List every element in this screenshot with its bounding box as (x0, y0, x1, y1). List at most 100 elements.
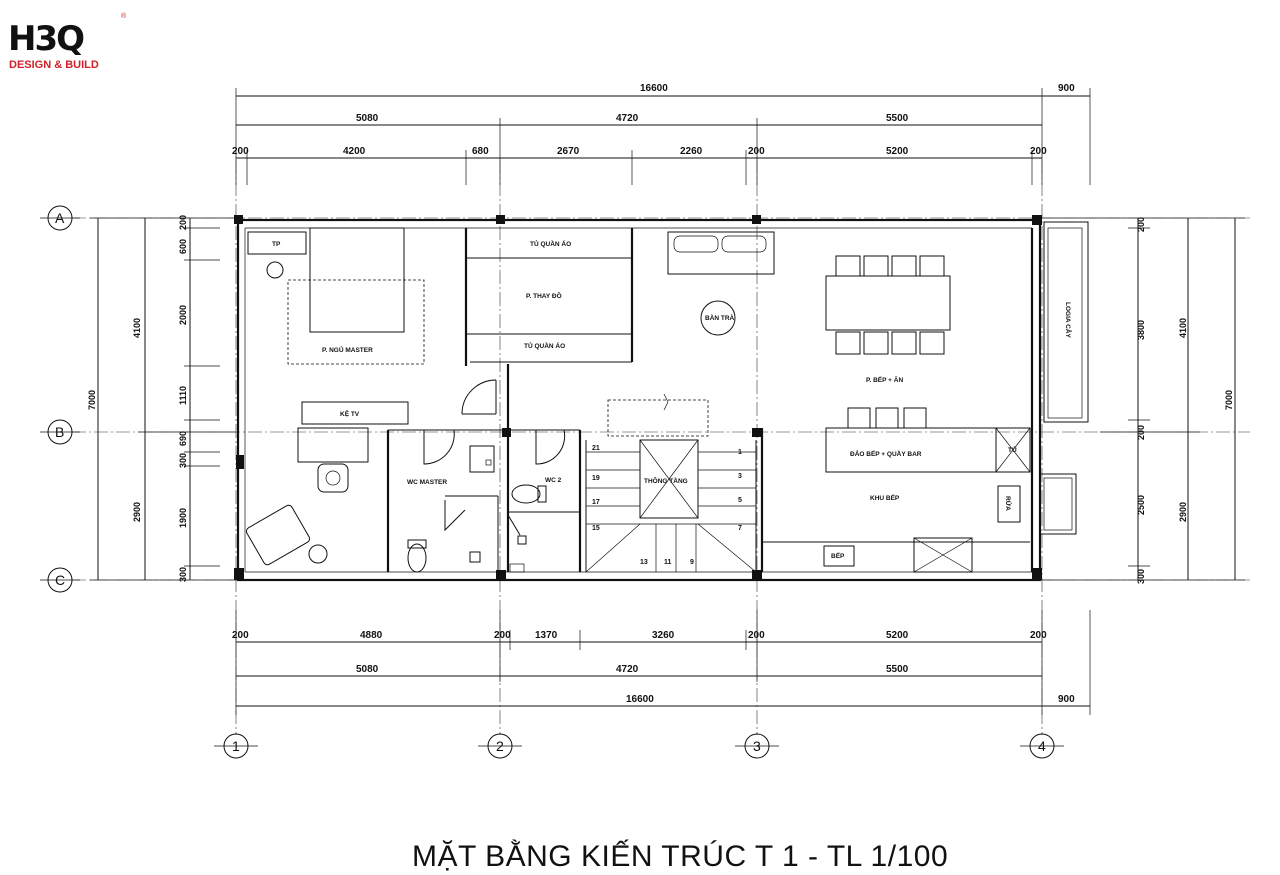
stair-step-5: 5 (738, 497, 742, 504)
dim-bot-small-6: 200 (748, 630, 765, 641)
dim-left-small-8: 300 (178, 567, 188, 582)
svg-text:4: 4 (1038, 738, 1046, 754)
walls (234, 215, 1089, 582)
axis-bubble-a: A (40, 205, 80, 231)
dim-bot-mid-1: 5080 (356, 664, 379, 675)
dim-top-mid-1: 5080 (356, 113, 379, 124)
master-bedroom: TP P. NGỦ MASTER KỆ TV (245, 227, 425, 566)
tea-area: BÀN TRÀ (667, 231, 775, 336)
dim-right-b: 2900 (1178, 502, 1188, 522)
dim-bot-extra: 900 (1058, 694, 1075, 705)
dim-bot-small-8: 200 (1030, 630, 1047, 641)
dim-top-small-1: 200 (232, 146, 249, 157)
dim-right-small-5: 300 (1136, 569, 1146, 584)
dim-left-small-6: 300 (178, 453, 188, 468)
logo-tagline: DESIGN & BUILD (9, 59, 99, 71)
dim-left-small-2: 600 (178, 239, 188, 254)
dim-right-total: 7000 (1224, 390, 1234, 410)
right-dimensions: 200 3800 200 2500 300 4100 2900 7000 (1042, 217, 1245, 584)
room-label-dressing: P. THAY ĐỒ (526, 290, 562, 300)
axis-bubble-c: C (40, 567, 80, 593)
dim-left-b: 2900 (132, 502, 142, 522)
room-label-void: THÔNG TẦNG (644, 475, 688, 485)
stair-step-21: 21 (592, 445, 600, 452)
dim-bot-small-1: 200 (232, 630, 249, 641)
room-label-master-bed: P. NGỦ MASTER (322, 345, 373, 354)
logo-registered: ® (121, 12, 127, 20)
dim-right-small-4: 2500 (1136, 495, 1146, 515)
axis-bubble-3: 3 (735, 733, 779, 759)
dim-top-small-2: 4200 (343, 146, 366, 157)
stair-step-7: 7 (738, 525, 742, 532)
room-label-tea: BÀN TRÀ (705, 313, 735, 322)
svg-text:C: C (55, 572, 65, 588)
dressing-room: TỦ QUẦN ÁO P. THAY ĐỒ TỦ QUẦN ÁO (524, 238, 571, 350)
stair-step-9: 9 (690, 559, 694, 566)
room-label-kitchen-area: KHU BẾP (870, 492, 900, 502)
dim-top-small-5: 2260 (680, 146, 703, 157)
top-dimensions: 16600 900 5080 4720 5500 200 4200 680 26… (232, 83, 1091, 185)
dim-bot-small-3: 200 (494, 630, 511, 641)
kitchen-area: ĐẢO BẾP + QUẦY BAR TỦ KHU BẾP RỬA BẾP (823, 407, 1031, 573)
room-label-kitchen-dining: P. BẾP + ĂN (866, 374, 903, 384)
stair-step-13: 13 (640, 559, 648, 566)
dim-left-small-4: 1110 (178, 386, 188, 405)
bottom-dimensions: 200 4880 200 1370 3260 200 5200 200 5080… (232, 610, 1091, 715)
stair-step-11: 11 (664, 559, 672, 566)
svg-text:1: 1 (232, 738, 240, 754)
axis-bubble-4: 4 (1020, 733, 1064, 759)
room-label-tp: TP (272, 241, 281, 248)
room-label-stove: BẾP (831, 550, 845, 560)
dim-bot-small-2: 4880 (360, 630, 383, 641)
dim-right-small-2: 3800 (1136, 320, 1146, 340)
svg-text:3: 3 (753, 738, 761, 754)
room-label-desk: KỆ TV (340, 409, 360, 418)
dim-bot-small-7: 5200 (886, 630, 909, 641)
room-label-fridge: TỦ (1008, 445, 1017, 454)
room-label-wc2: WC 2 (545, 477, 562, 484)
dim-left-total: 7000 (87, 390, 97, 410)
room-label-wardrobe2: TỦ QUẦN ÁO (524, 340, 565, 350)
stair-step-17: 17 (592, 499, 600, 506)
dim-top-total: 16600 (640, 83, 668, 94)
dim-right-small-3: 200 (1136, 425, 1146, 440)
dim-right-small-1: 200 (1136, 217, 1146, 232)
dim-bot-total: 16600 (626, 694, 654, 705)
dim-left-a: 4100 (132, 318, 142, 338)
left-dimensions: 7000 4100 2900 200 600 2000 1110 690 300… (87, 215, 236, 582)
dim-bot-small-4: 1370 (535, 630, 558, 641)
drawing-title: MẶT BẰNG KIẾN TRÚC T 1 - TL 1/100 (412, 839, 948, 873)
dim-left-small-7: 1900 (178, 508, 188, 528)
svg-text:A: A (55, 210, 65, 226)
bathrooms: WC MASTER WC 2 (407, 445, 562, 573)
axis-bubble-2: 2 (478, 733, 522, 759)
axis-bubbles: A B C 1 2 3 4 (40, 205, 1064, 759)
stair-step-3: 3 (738, 473, 742, 480)
dim-top-small-7: 5200 (886, 146, 909, 157)
dim-bot-small-5: 3260 (652, 630, 675, 641)
stair-step-19: 19 (592, 475, 600, 482)
room-label-wc-master: WC MASTER (407, 479, 447, 486)
dim-bot-mid-3: 5500 (886, 664, 909, 675)
stair-step-1: 1 (738, 449, 742, 456)
dim-top-small-8: 200 (1030, 146, 1047, 157)
dim-top-mid-2: 4720 (616, 113, 639, 124)
stair-step-15: 15 (592, 525, 600, 532)
axis-bubble-1: 1 (214, 733, 258, 759)
room-label-green-logia: LOGIA CÂY (1064, 302, 1073, 339)
room-label-sink: RỬA (1004, 496, 1013, 511)
svg-text:2: 2 (496, 738, 504, 754)
staircase: THÔNG TẦNG 21 19 17 15 1 3 5 7 13 11 9 (585, 393, 757, 573)
room-label-wardrobe1: TỦ QUẦN ÁO (530, 238, 571, 248)
room-label-island: ĐẢO BẾP + QUẦY BAR (850, 448, 922, 458)
dim-top-mid-3: 5500 (886, 113, 909, 124)
doors (423, 379, 566, 536)
axis-grid (72, 160, 1250, 735)
svg-text:B: B (55, 424, 64, 440)
dining-area: P. BẾP + ĂN LOGIA CÂY (825, 255, 1073, 384)
dim-top-small-4: 2670 (557, 146, 580, 157)
axis-bubble-b: B (40, 419, 80, 445)
dim-left-small-1: 200 (178, 215, 188, 230)
dim-left-small-5: 690 (178, 431, 188, 446)
